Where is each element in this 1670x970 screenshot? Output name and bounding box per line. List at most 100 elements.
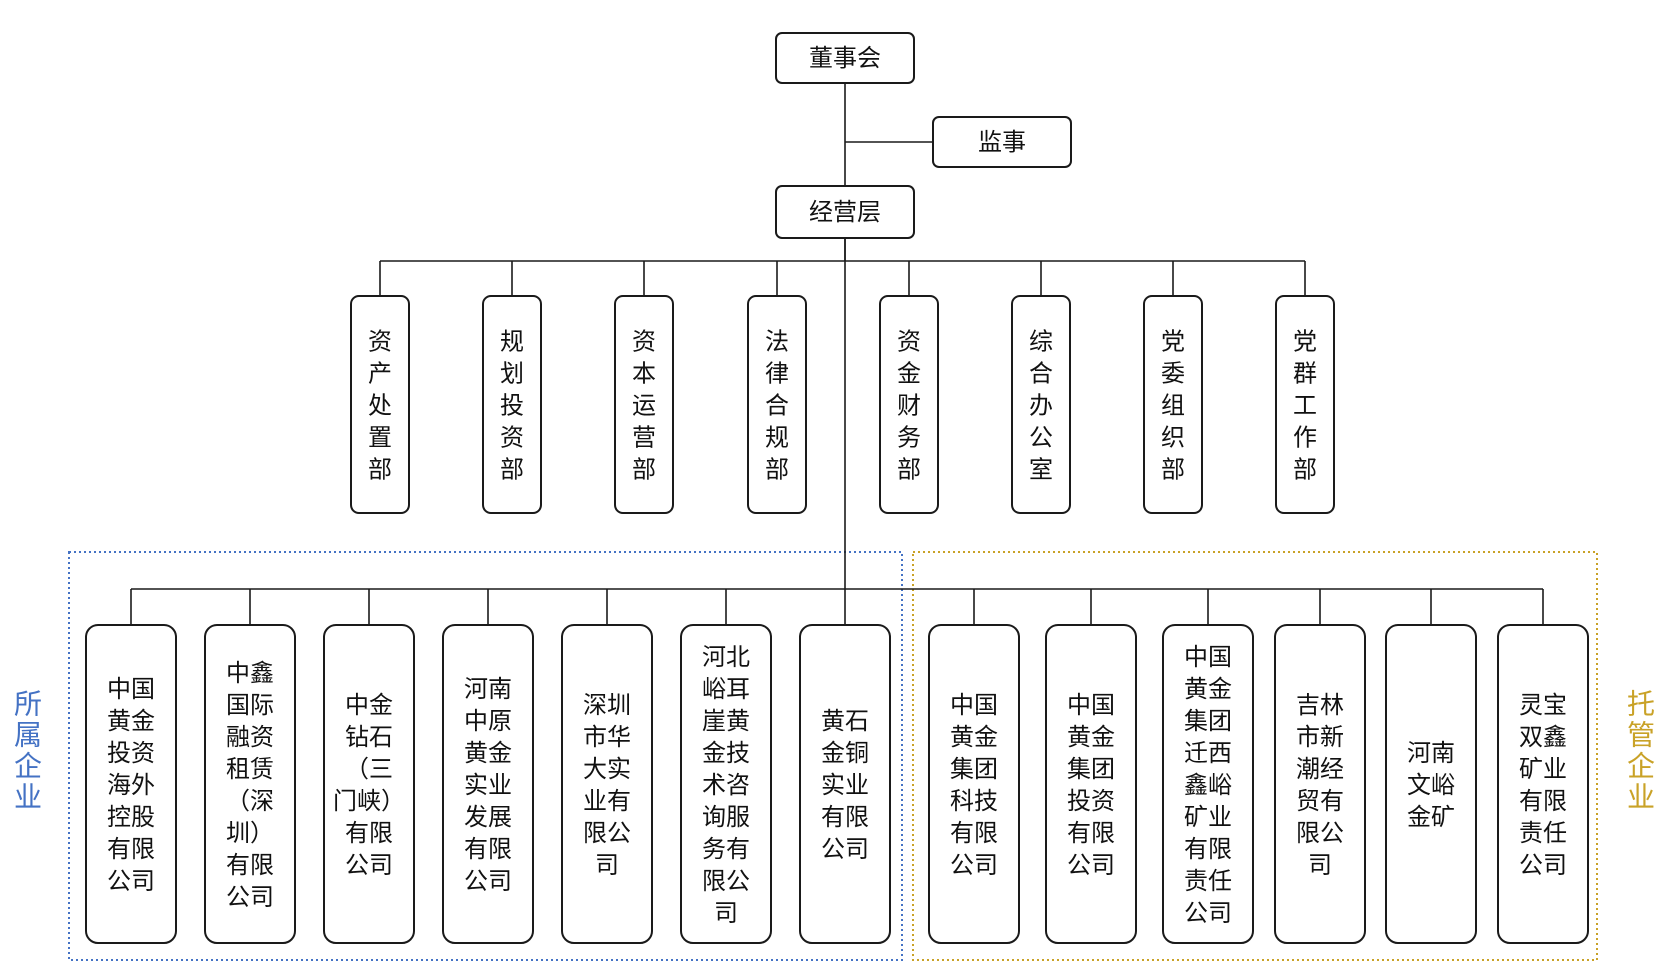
department-label-char: 作 (1293, 424, 1317, 452)
department-label-char: 法 (765, 328, 789, 356)
company-label-line: 钻石 (345, 723, 393, 751)
company-box (323, 624, 415, 944)
department-label-char: 规 (765, 424, 789, 452)
company-label-line: 司 (714, 899, 738, 927)
department-label-char: 合 (1029, 360, 1053, 388)
company-label-line: 投资 (1067, 787, 1115, 815)
company-label-line: 务有 (702, 835, 750, 863)
companies: 中国黄金投资海外控股有限公司中鑫国际融资租赁（深圳）有限公司中金钻石（三门峡）有… (85, 624, 1589, 944)
department-box (350, 295, 410, 514)
department-label-char: 资 (632, 328, 656, 356)
department-label-char: 部 (368, 456, 392, 484)
company-label-line: 科技 (950, 787, 998, 815)
company-label-line: 公司 (226, 883, 274, 911)
department-box (747, 295, 807, 514)
department-label-char: 本 (632, 360, 656, 388)
department-label-char: 委 (1161, 360, 1185, 388)
company-label-line: 术咨 (702, 771, 750, 799)
company-label-line: （深 (226, 787, 274, 815)
supervisor-node: 监事 (932, 116, 1072, 168)
company-label-line: 有限 (107, 835, 155, 863)
department-label-char: 室 (1029, 456, 1053, 484)
company-label-line: 有限 (345, 819, 393, 847)
company-box (1162, 624, 1254, 944)
company-label-line: 司 (1308, 851, 1332, 879)
company-label-line: 公司 (821, 835, 869, 863)
company-label-line: 矿业 (1519, 755, 1567, 783)
company-box (1497, 624, 1589, 944)
company-label-line: 吉林 (1296, 691, 1344, 719)
company-label-line: 公司 (1184, 899, 1232, 927)
company-label-line: 公司 (1519, 851, 1567, 879)
company-label-line: 公司 (1067, 851, 1115, 879)
company-box (928, 624, 1020, 944)
company-label-line: 限公 (1296, 819, 1344, 847)
company-box (561, 624, 653, 944)
company-label-line: 河南 (464, 675, 512, 703)
department-label-char: 资 (500, 424, 524, 452)
company-label-line: 中国 (950, 691, 998, 719)
company-label-line: 租赁 (226, 755, 274, 783)
company-label-line: 司 (595, 851, 619, 879)
department-label-char: 律 (765, 360, 789, 388)
company-label-line: 发展 (464, 803, 512, 831)
managed-group-label-char: 管 (1627, 719, 1655, 752)
company-box (442, 624, 534, 944)
department-label-char: 投 (500, 392, 524, 420)
company-label-line: 集团 (1184, 707, 1232, 735)
department-label-char: 部 (765, 456, 789, 484)
company-label-line: 责任 (1519, 819, 1567, 847)
company-label-line: 深圳 (583, 691, 631, 719)
company-label-line: 灵宝 (1519, 691, 1567, 719)
company-label-line: 限公 (583, 819, 631, 847)
company-label-line: 国际 (226, 691, 274, 719)
department-label-char: 党 (1161, 328, 1185, 356)
company-label-line: 矿业 (1184, 803, 1232, 831)
department-box (482, 295, 542, 514)
department-box (1143, 295, 1203, 514)
department-label-char: 办 (1029, 392, 1053, 420)
company-label-line: 河北 (702, 643, 750, 671)
affiliated-group-label-char: 所 (14, 688, 42, 721)
company-label-line: 黄石 (821, 707, 869, 735)
managed-group-label-char: 企 (1627, 750, 1655, 783)
company-label-line: 有限 (1519, 787, 1567, 815)
company-label-line: 中国 (107, 675, 155, 703)
company-label-line: 有限 (464, 835, 512, 863)
department-label-char: 部 (500, 456, 524, 484)
department-label-char: 工 (1293, 392, 1317, 420)
company-label-line: 崖黄 (702, 707, 750, 735)
company-label-line: 中金 (345, 691, 393, 719)
department-label-char: 党 (1293, 328, 1317, 356)
department-label-char: 资 (897, 328, 921, 356)
company-label-line: 业有 (583, 787, 631, 815)
top-nodes: 董事会 监事 经营层 (775, 32, 1072, 239)
company-label-line: 迁西 (1184, 739, 1232, 767)
company-box (1274, 624, 1366, 944)
company-label-line: 文峪 (1407, 771, 1455, 799)
company-box (1045, 624, 1137, 944)
department-label-char: 公 (1029, 424, 1053, 452)
affiliated-group-label-char: 业 (14, 781, 42, 814)
company-label-line: 圳） (226, 819, 274, 847)
company-label-line: 中国 (1184, 643, 1232, 671)
company-label-line: 中国 (1067, 691, 1115, 719)
company-label-line: 公司 (345, 851, 393, 879)
company-label-line: 鑫峪 (1184, 771, 1232, 799)
